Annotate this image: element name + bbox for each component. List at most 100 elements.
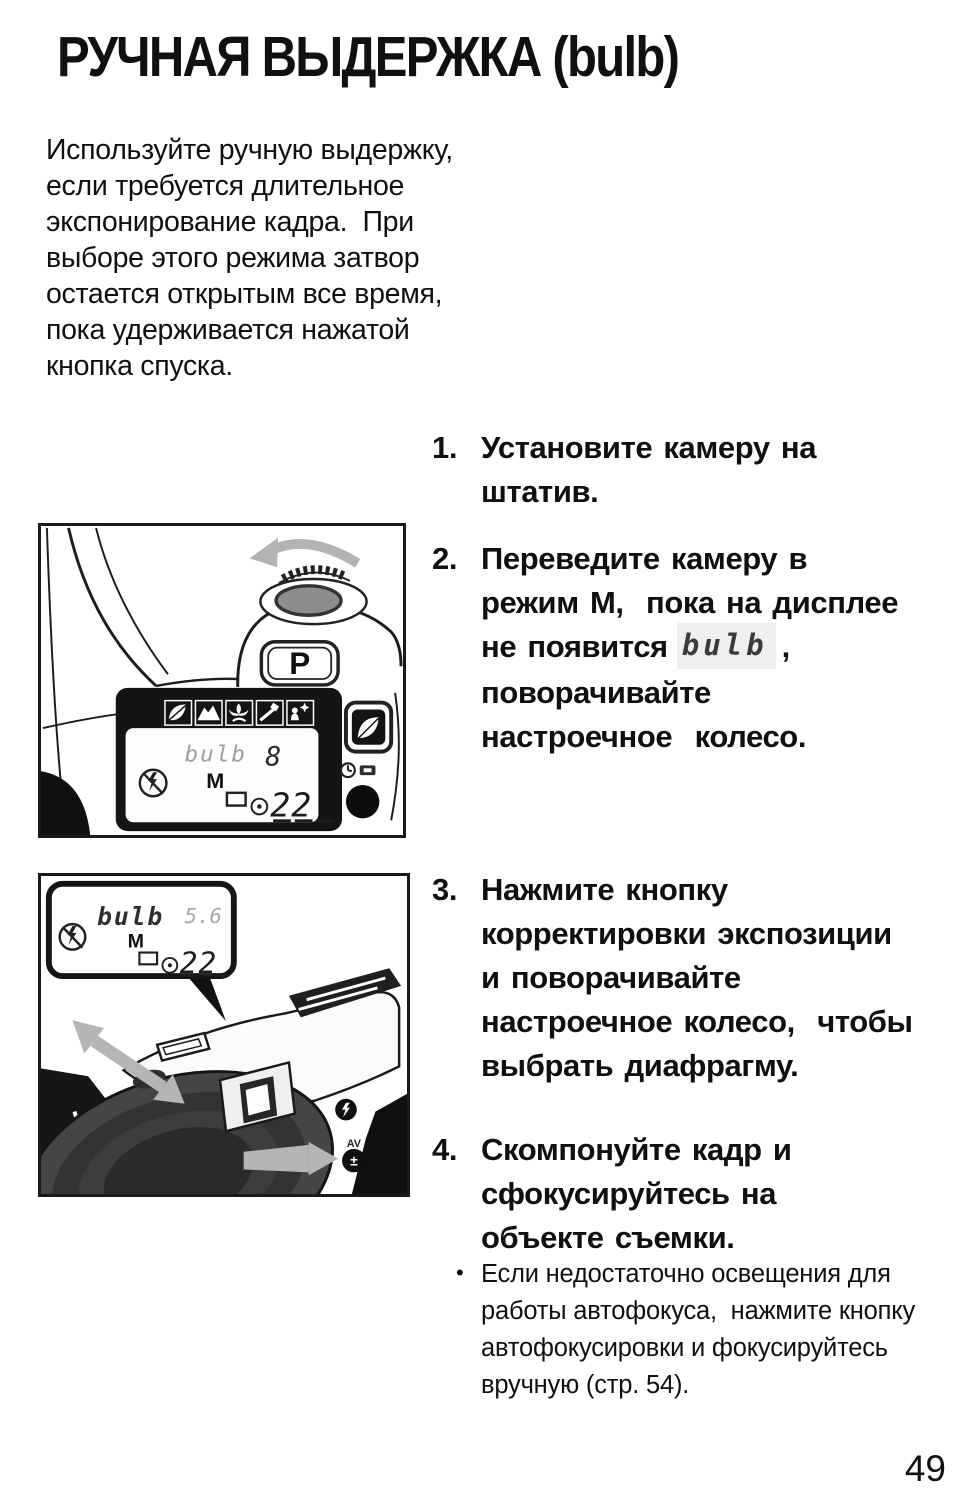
top-lcd-window-inner — [161, 1038, 203, 1056]
callout-tail — [184, 973, 226, 1022]
lcd-aperture-underline — [273, 819, 335, 823]
av-button: ± — [342, 1148, 366, 1173]
step-number: 4. — [432, 1132, 458, 1167]
lcd-frame-indicator — [138, 951, 159, 966]
step-line: настроечное колесо, чтобы — [481, 1004, 913, 1039]
round-control-button — [345, 784, 380, 819]
step-line: настроечное колесо. — [481, 719, 807, 754]
step-line: штатив. — [481, 474, 599, 509]
step-4-note: • Если недостаточно освещения для работы… — [456, 1256, 954, 1404]
camera-edge-line — [67, 527, 158, 687]
sport-mode-icon — [255, 699, 284, 726]
lcd-frame-indicator — [225, 791, 247, 807]
flash-off-icon — [58, 922, 87, 951]
page-title: РУЧНАЯ ВЫДЕРЖКА (bulb) — [57, 25, 680, 89]
av-button-symbol: ± — [350, 1154, 358, 1169]
step-line: Установите камеру на — [481, 430, 817, 465]
step-number: 3. — [432, 872, 458, 907]
self-timer-icon — [339, 762, 356, 779]
note-line: вручную (стр. 54). — [481, 1371, 690, 1399]
figure-camera-top-view: P — [38, 523, 406, 838]
step-2: 2. Переведите камеру в режим М, пока на … — [432, 537, 954, 759]
camera-right-side — [351, 1093, 407, 1194]
film-advance-icon — [359, 765, 376, 776]
intro-line: если требуется длительное — [46, 170, 405, 202]
step-line-text: , — [781, 629, 791, 664]
lcd-aperture-symbol — [250, 797, 269, 816]
lcd-callout: bulb 5.6 M 22 — [45, 880, 237, 980]
flash-off-icon — [138, 768, 168, 798]
step-line: и поворачивайте — [481, 960, 741, 995]
note-line: автофокусировки и фокусируйтесь — [481, 1334, 888, 1362]
night-scene-mode-icon — [286, 699, 315, 726]
lcd-exposure-mode: M — [128, 931, 144, 953]
step-3: 3. Нажмите кнопку корректировки экспозиц… — [432, 868, 954, 1088]
shutter-button — [274, 584, 343, 617]
intro-line: экспонирование кадра. При — [46, 206, 414, 238]
lcd-aperture-underline — [215, 974, 229, 977]
intro-paragraph: Используйте ручную выдержку, если требуе… — [46, 132, 516, 384]
lens-mount-shadow — [41, 771, 91, 835]
viewfinder-inner — [245, 1084, 271, 1116]
lcd-aperture-underline — [198, 974, 213, 977]
step-1: 1. Установите камеру на штатив. — [432, 426, 954, 514]
av-button-label: AV — [347, 1138, 362, 1150]
lcd-bulb-inline: bulb — [676, 623, 776, 669]
av-button-arrow — [243, 1141, 339, 1176]
lcd-aperture-underline — [181, 974, 196, 977]
lcd-metered-value: 5.6 — [185, 904, 222, 928]
camera-top-view-illustration: P — [41, 527, 403, 835]
step-line: выбрать диафрагму. — [481, 1048, 799, 1083]
lcd-metered-value: 8 — [265, 741, 281, 772]
step-line: Нажмите кнопку — [481, 872, 728, 907]
step-line: корректировки экспозиции — [481, 916, 892, 951]
lcd-aperture-symbol — [161, 956, 179, 974]
p-mode-button — [259, 640, 340, 687]
camera-three-quarter-illustration: AV ± bulb 5.6 M 22 — [41, 880, 407, 1194]
step-line: сфокусируйтесь на — [481, 1176, 777, 1211]
p-mode-button-label: P — [289, 646, 310, 681]
camera-edge-line — [45, 527, 62, 782]
mode-icon-row — [164, 699, 315, 726]
intro-line: остается открытым все время, — [46, 278, 443, 310]
lcd-screen — [125, 728, 319, 823]
intro-line: выборе этого режима затвор — [46, 242, 420, 274]
hot-shoe-slit — [298, 986, 378, 1011]
hot-shoe-slit — [306, 976, 386, 1002]
camera-edge-line — [95, 527, 169, 675]
intro-line: пока удерживается нажатой — [46, 314, 410, 346]
page-number: 49 — [904, 1448, 946, 1489]
step-line: режим М, пока на дисплее — [481, 585, 899, 620]
lcd-shutter-speed: bulb — [97, 902, 164, 931]
step-line: поворачивайте — [481, 675, 711, 710]
dial-rotation-arrow — [266, 539, 361, 568]
note-line: работы автофокуса, нажмите кнопку — [481, 1297, 916, 1325]
intro-line: Используйте ручную выдержку, — [46, 134, 453, 166]
bullet-marker: • — [456, 1260, 464, 1285]
dial-rotation-double-arrow — [72, 1020, 185, 1104]
step-number: 2. — [432, 541, 458, 576]
macro-mode-icon — [225, 699, 254, 726]
lcd-aperture: 22 — [270, 785, 312, 824]
camera-edge-line — [390, 692, 400, 821]
figure-camera-three-quarter-view: AV ± bulb 5.6 M 22 — [38, 873, 410, 1197]
landscape-mode-icon — [194, 699, 223, 726]
note-line: Если недостаточно освещения для — [481, 1260, 891, 1288]
p-mode-button-inner — [267, 646, 333, 680]
step-line: Скомпонуйте кадр и — [481, 1132, 792, 1167]
flash-button — [335, 1098, 357, 1121]
command-dial-teeth — [280, 565, 348, 583]
dial-rotation-arrowhead — [249, 537, 279, 568]
step-number: 1. — [432, 430, 458, 465]
lcd-shutter-speed: bulb — [185, 741, 247, 767]
intro-line: кнопка спуска. — [46, 350, 233, 382]
step-line-text: не появится — [481, 629, 668, 664]
step-line: Переведите камеру в — [481, 541, 808, 576]
camera-deck-line — [155, 677, 238, 688]
lcd-exposure-mode: M — [206, 768, 224, 793]
step-line: объекте съемки. — [481, 1220, 735, 1255]
vari-program-button — [343, 700, 394, 754]
portrait-mode-icon — [164, 699, 193, 726]
step-4: 4. Скомпонуйте кадр и сфокусируйтесь на … — [432, 1128, 954, 1260]
